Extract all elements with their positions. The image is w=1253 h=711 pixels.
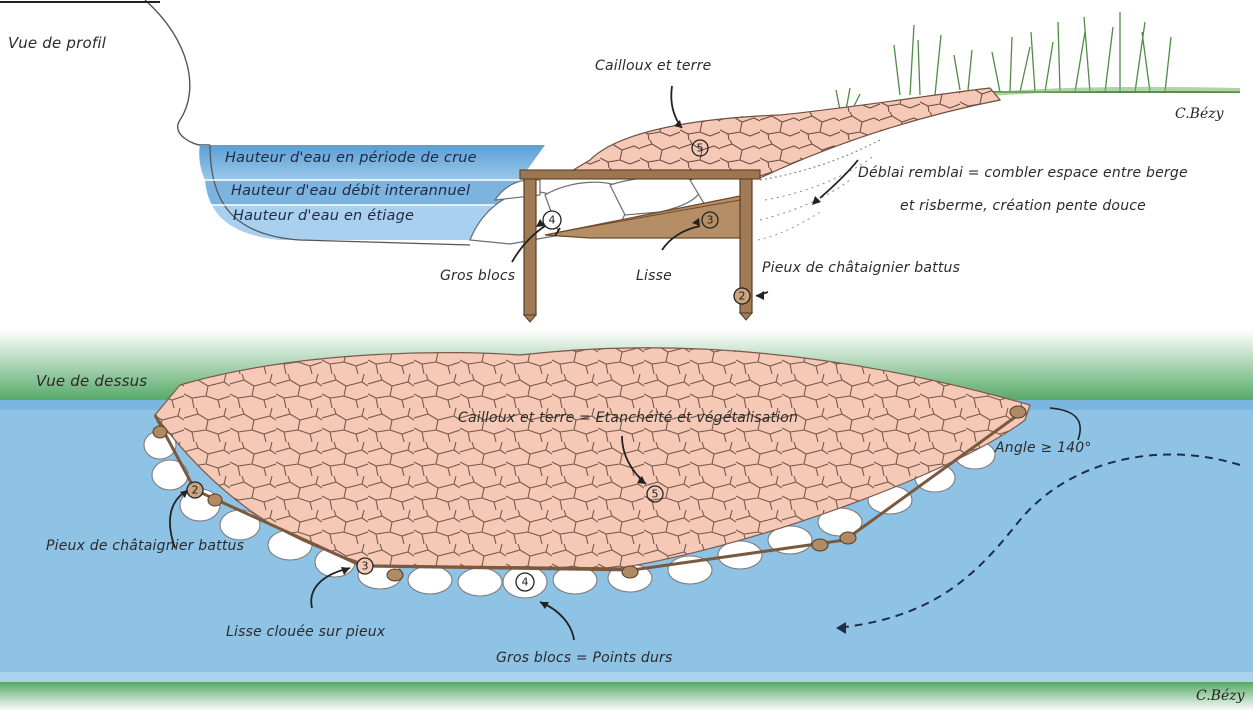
label-deblai-line1: Déblai remblai = combler espace entre be… — [858, 165, 1188, 181]
signature-bottom: C.Bézy — [1196, 688, 1245, 704]
label-gros-blocs-profile: Gros blocs — [440, 268, 515, 284]
signature-top: C.Bézy — [1175, 106, 1224, 122]
profile-view-title: Vue de profil — [8, 34, 106, 52]
marker-4-label: 4 — [549, 214, 556, 227]
label-cailloux-top: Cailloux et terre = Etanchéité et végéta… — [458, 410, 798, 426]
label-pieux-top: Pieux de châtaignier battus — [46, 538, 244, 554]
stake-left — [524, 175, 536, 315]
label-pieux-profile: Pieux de châtaignier battus — [762, 260, 960, 276]
label-lisse-top: Lisse clouée sur pieux — [226, 624, 385, 640]
label-deblai-line2: et risberme, création pente douce — [900, 198, 1146, 214]
marker-5-top-label: 5 — [652, 488, 659, 501]
top-beam — [520, 170, 760, 179]
marker-5-label: 5 — [697, 142, 704, 155]
label-interannual-level: Hauteur d'eau débit interannuel — [231, 183, 470, 199]
marker-2-label: 2 — [739, 290, 746, 303]
marker-3-top-label: 3 — [362, 560, 369, 573]
label-low-level: Hauteur d'eau en étiage — [233, 208, 414, 224]
top-view-title: Vue de dessus — [36, 372, 147, 390]
label-lisse-profile: Lisse — [636, 268, 672, 284]
marker-2-top-label: 2 — [192, 484, 199, 497]
label-cailloux-profile: Cailloux et terre — [595, 58, 711, 74]
marker-4-top-label: 4 — [522, 576, 529, 589]
label-angle: Angle ≥ 140° — [995, 440, 1092, 456]
marker-3-label: 3 — [707, 214, 714, 227]
label-gros-blocs-top: Gros blocs = Points durs — [496, 650, 673, 666]
label-flood-level: Hauteur d'eau en période de crue — [225, 150, 477, 166]
lower-bank — [0, 680, 1253, 711]
